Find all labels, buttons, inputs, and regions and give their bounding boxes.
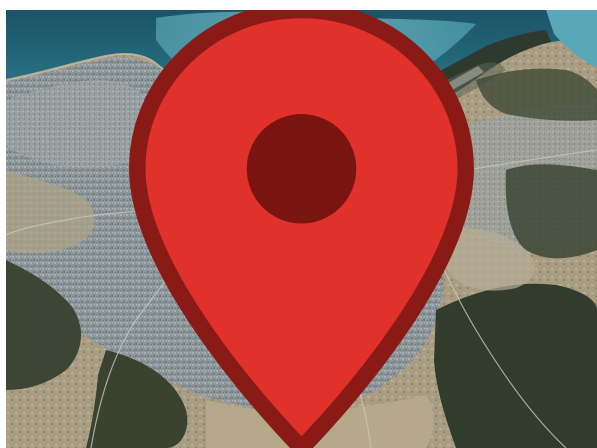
vegetation-south [86, 350, 188, 448]
urban-west [6, 80, 160, 168]
map-frame[interactable]: Bahía de Manta Manta [6, 10, 597, 448]
bare-land-east [441, 228, 535, 291]
vegetation-east [505, 164, 597, 259]
vegetation-west [6, 260, 81, 390]
sea-right [546, 10, 597, 68]
map-pin-icon[interactable] [6, 10, 597, 448]
vegetation-north-east [476, 68, 597, 121]
vegetation-southeast [434, 283, 597, 448]
bare-land-west [6, 170, 95, 254]
